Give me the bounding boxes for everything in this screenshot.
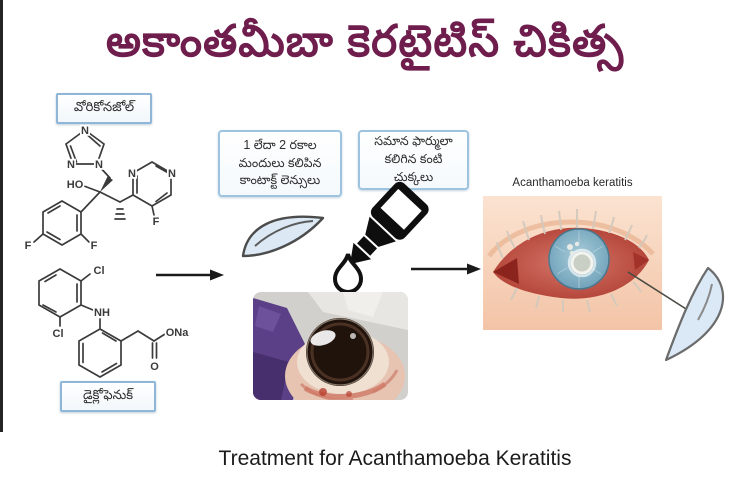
atom-nh: NH	[94, 307, 110, 319]
left-border-bar	[0, 0, 3, 432]
note-line: మందులు కలిపిన	[238, 155, 322, 170]
keratitis-illustration-label: Acanthamoeba keratitis	[512, 177, 633, 189]
bottom-caption: Treatment for Acanthamoeba Keratitis	[218, 447, 572, 470]
note-line: సమాన ఫార్ములా	[374, 134, 453, 149]
contact-lens-tilted-icon	[664, 266, 725, 362]
dropper-bottle	[349, 181, 429, 265]
atom-n: N	[168, 168, 176, 180]
eye-photo	[253, 292, 408, 400]
eye-photo-image	[253, 292, 408, 400]
atom-n: N	[81, 125, 89, 137]
voriconazole-bonds	[33, 128, 172, 246]
atom-n: N	[128, 168, 136, 180]
note-line: 1 లేదా 2 రకాల	[243, 137, 317, 152]
keratitis-lesion	[570, 251, 594, 275]
arrow-right-icon	[411, 263, 481, 275]
voriconazole-label: వోరికోనజోల్	[73, 99, 135, 114]
atom-n: N	[67, 159, 75, 171]
note-line: కలిగిన కంటి	[384, 152, 443, 167]
eyelashes	[496, 209, 648, 313]
contact-lens-note-box: 1 లేదా 2 రకాల మందులు కలిపిన కాంటాక్ట్ లె…	[218, 130, 342, 197]
note-line: కాంటాక్ట్ లెన్సులు	[239, 173, 321, 188]
voriconazole-label-box: వోరికోనజోల్	[56, 93, 152, 124]
atom-f: F	[25, 240, 32, 252]
atom-f: F	[153, 216, 160, 228]
eye-drops-note-box: సమాన ఫార్ములా కలిగిన కంటి చుక్కలు	[358, 130, 469, 190]
diclofenac-structure-icon: Cl Cl NH ONa O	[38, 263, 191, 378]
arrow-right-icon	[156, 269, 224, 281]
voriconazole-structure-icon: N N N HO F F N N F	[23, 123, 178, 254]
atom-ho: HO	[67, 179, 84, 191]
atom-f: F	[91, 240, 98, 252]
diclofenac-label: డైక్లోఫెనుక్	[82, 387, 134, 402]
eye-dropper-icon	[332, 181, 429, 294]
note-line: చుక్కలు	[393, 169, 434, 184]
diclofenac-label-box: డైక్లోఫెనుక్	[60, 381, 156, 412]
atom-cl: Cl	[53, 328, 64, 340]
page-title: అకాంతమీబా కెరటైటిస్ చికిత్స	[105, 17, 625, 66]
atom-cl: Cl	[94, 265, 105, 277]
atom-o: O	[150, 361, 159, 373]
contact-lens-icon	[241, 215, 325, 258]
atom-ona: ONa	[166, 327, 190, 339]
diclofenac-bonds	[38, 268, 166, 378]
atom-n: N	[95, 159, 103, 171]
infected-eye-illustration	[483, 196, 662, 330]
